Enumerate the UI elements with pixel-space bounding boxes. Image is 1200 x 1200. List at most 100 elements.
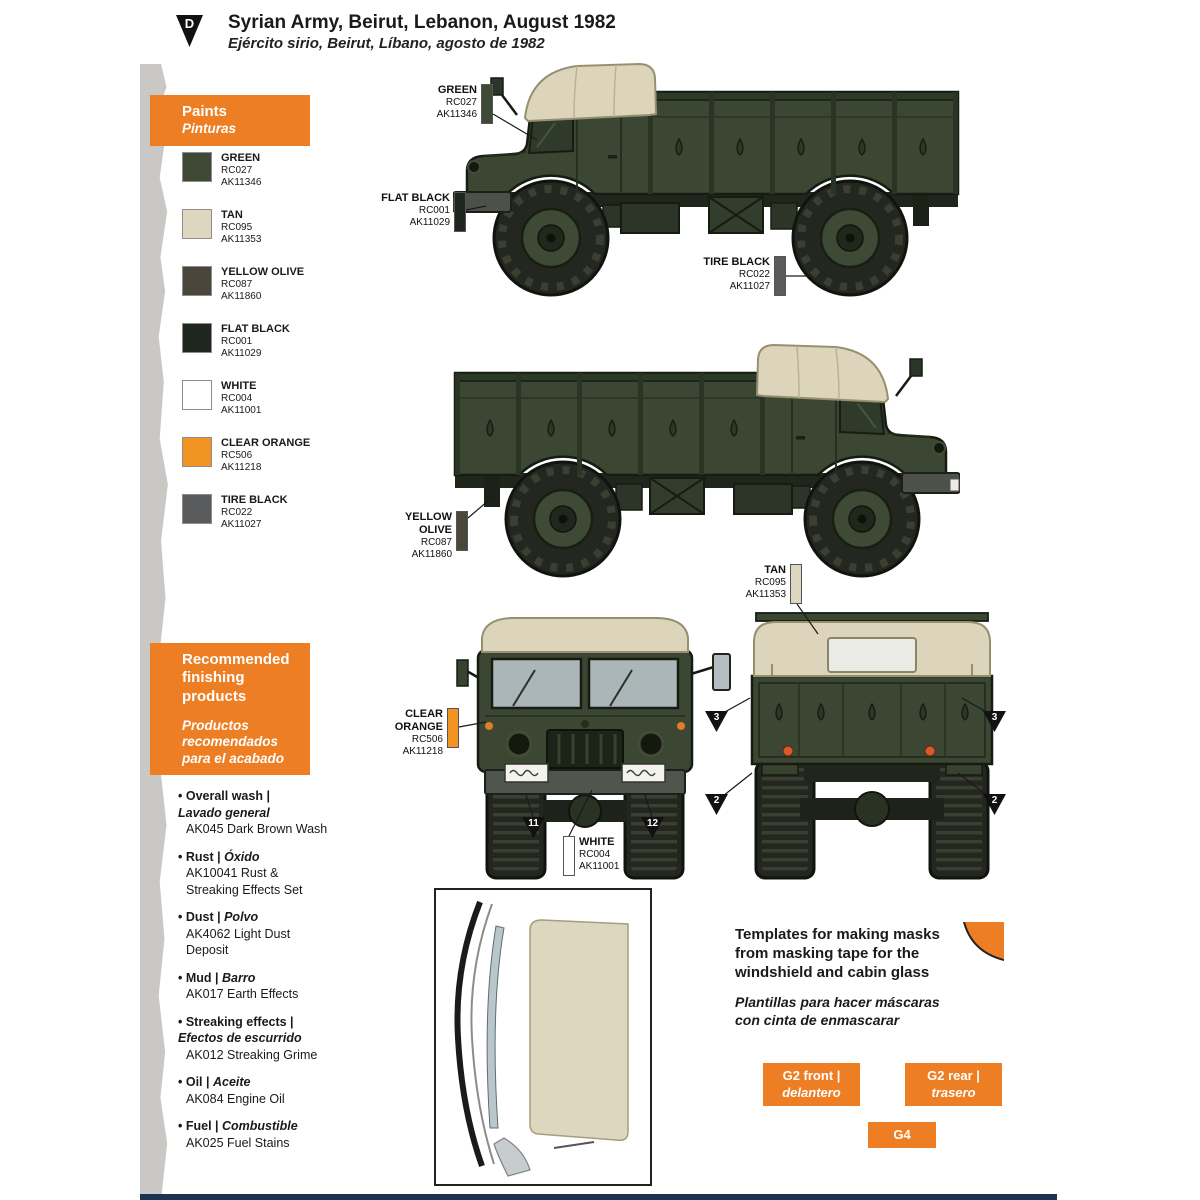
- finishing-label-en: • Mud |: [178, 970, 219, 985]
- callout-name: YELLOW OLIVE: [404, 511, 452, 537]
- finishing-title-es: Productos recomendados para el acabado: [182, 717, 285, 766]
- callout-ak: AK11353: [745, 589, 786, 601]
- paint-name: YELLOW OLIVE: [221, 266, 305, 278]
- callout-tan-labels: TAN RC095 AK11353: [714, 564, 786, 604]
- callout-green-swatch: [481, 84, 493, 124]
- paint-rc-code: RC506: [221, 449, 253, 461]
- callout-tan: TAN RC095 AK11353: [714, 564, 802, 604]
- finishing-item-label: • Streaking effects | Efectos de escurri…: [178, 1014, 330, 1047]
- paint-item-tan: TAN RC095 AK11353: [182, 209, 312, 245]
- callout-tire-black-labels: TIRE BLACK RC022 AK11027: [698, 256, 770, 296]
- paint-labels: YELLOW OLIVE RC087 AK11860: [221, 266, 305, 302]
- finishing-item-label: • Fuel | Combustible: [178, 1118, 330, 1135]
- page-subtitle: Ejército sirio, Beirut, Líbano, agosto d…: [228, 35, 545, 52]
- torn-paper-strip: [140, 64, 168, 1200]
- finishing-label-es: Combustible: [222, 1119, 298, 1133]
- finishing-product: AK012 Streaking Grime: [186, 1047, 318, 1062]
- callout-ak: AK11218: [402, 746, 443, 758]
- paints-panel-header: Paints Pinturas: [150, 95, 310, 146]
- finishing-label-en: • Dust |: [178, 910, 221, 924]
- paint-rc-code: RC022: [221, 506, 253, 518]
- templates-title-en: Templates for making masks from masking …: [735, 926, 940, 982]
- finishing-label-es: Barro: [222, 970, 256, 985]
- finishing-label-en: • Fuel |: [178, 1119, 219, 1133]
- paint-swatch: [182, 323, 212, 353]
- callout-clear-orange-swatch: [447, 708, 459, 748]
- paint-rc-code: RC001: [221, 335, 253, 347]
- callout-ak: AK11029: [409, 217, 450, 229]
- callout-ak: AK11027: [729, 281, 770, 293]
- callout-clear-orange: CLEAR ORANGE RC506 AK11218: [368, 708, 459, 758]
- marker-number: 3: [713, 712, 720, 723]
- callout-tan-swatch: [790, 564, 802, 604]
- template-label-line1: G2 front |: [782, 1068, 841, 1084]
- callout-rc: RC506: [411, 734, 443, 746]
- paint-swatch: [182, 437, 212, 467]
- finishing-title-en: Recommended finishing products: [182, 651, 290, 705]
- finishing-label-es: Lavado general: [178, 805, 270, 820]
- paint-labels: CLEAR ORANGE RC506 AK11218: [221, 437, 311, 473]
- finishing-label-en: • Rust |: [178, 849, 221, 864]
- truck-side-view-right: [450, 338, 960, 583]
- paint-rc-code: RC004: [221, 392, 253, 404]
- callout-flat-black-swatch: [454, 192, 466, 232]
- paint-swatch: [182, 209, 212, 239]
- finishing-panel-header: Recommended finishing products Productos…: [150, 643, 310, 776]
- paint-ak-code: AK11218: [221, 461, 262, 473]
- finishing-product: AK084 Engine Oil: [186, 1091, 285, 1106]
- finishing-label-es: Óxido: [224, 849, 260, 864]
- paint-name: CLEAR ORANGE: [221, 437, 311, 449]
- callout-green: GREEN RC027 AK11346: [405, 84, 493, 124]
- finishing-item-oil: • Oil | Aceite AK084 Engine Oil: [178, 1074, 330, 1107]
- masking-template-diagram: [434, 888, 652, 1186]
- callout-rc: RC027: [445, 97, 477, 109]
- marker-number: 12: [646, 818, 659, 829]
- template-label-line2: delantero: [782, 1084, 841, 1100]
- paint-labels: FLAT BLACK RC001 AK11029: [221, 323, 290, 359]
- paint-item-green: GREEN RC027 AK11346: [182, 152, 312, 188]
- paint-list: GREEN RC027 AK11346 TAN RC095 AK11353 YE…: [182, 152, 312, 551]
- paint-item-flat-black: FLAT BLACK RC001 AK11029: [182, 323, 312, 359]
- paint-ak-code: AK11860: [221, 290, 262, 302]
- finishing-item-label: • Oil | Aceite: [178, 1074, 330, 1091]
- finishing-products-list: • Overall wash | Lavado general AK045 Da…: [178, 788, 330, 1162]
- callout-name: FLAT BLACK: [381, 192, 450, 204]
- page-title: Syrian Army, Beirut, Lebanon, August 198…: [228, 12, 616, 33]
- paint-swatch: [182, 152, 212, 182]
- callout-tire-black: TIRE BLACK RC022 AK11027: [698, 256, 786, 296]
- template-label-g4: G4: [868, 1122, 936, 1148]
- paint-rc-code: RC027: [221, 164, 253, 176]
- callout-white-labels: WHITE RC004 AK11001: [579, 836, 651, 876]
- finishing-product: AK4062 Light Dust Deposit: [186, 926, 291, 958]
- paints-title-en: Paints: [182, 103, 228, 120]
- finishing-label-es: Efectos de escurrido: [178, 1031, 302, 1045]
- paints-title-es: Pinturas: [182, 121, 237, 137]
- callout-ak: AK11860: [411, 549, 452, 561]
- marker-number: 2: [991, 795, 998, 806]
- callout-ak: AK11346: [436, 109, 477, 121]
- paint-ak-code: AK11029: [221, 347, 262, 359]
- finishing-item-label: • Overall wash | Lavado general: [178, 788, 330, 821]
- footer-rule: [140, 1194, 1057, 1200]
- truck-rear-artwork: [750, 612, 994, 880]
- paint-labels: TIRE BLACK RC022 AK11027: [221, 494, 288, 530]
- template-label-line1: G2 rear |: [927, 1068, 980, 1084]
- marker-number: 11: [528, 818, 539, 829]
- paint-swatch: [182, 266, 212, 296]
- template-label-g2-rear: G2 rear | trasero: [905, 1063, 1002, 1106]
- paint-labels: GREEN RC027 AK11346: [221, 152, 261, 188]
- paint-swatch: [182, 380, 212, 410]
- paint-item-yellow-olive: YELLOW OLIVE RC087 AK11860: [182, 266, 312, 302]
- finishing-product: AK10041 Rust & Streaking Effects Set: [186, 866, 303, 897]
- callout-yellow-olive-labels: YELLOW OLIVE RC087 AK11860: [380, 511, 452, 561]
- finishing-item-mud: • Mud | Barro AK017 Earth Effects: [178, 970, 330, 1003]
- callout-tire-black-swatch: [774, 256, 786, 296]
- truck-rear-view: [750, 612, 994, 880]
- paint-name: GREEN: [221, 152, 261, 164]
- template-label-line1: G4: [893, 1126, 911, 1142]
- paint-ak-code: AK11001: [221, 404, 262, 416]
- paint-ak-code: AK11027: [221, 518, 262, 530]
- callout-white-swatch: [563, 836, 575, 876]
- marker-number: 2: [713, 795, 720, 806]
- finishing-product: AK017 Earth Effects: [186, 987, 299, 1001]
